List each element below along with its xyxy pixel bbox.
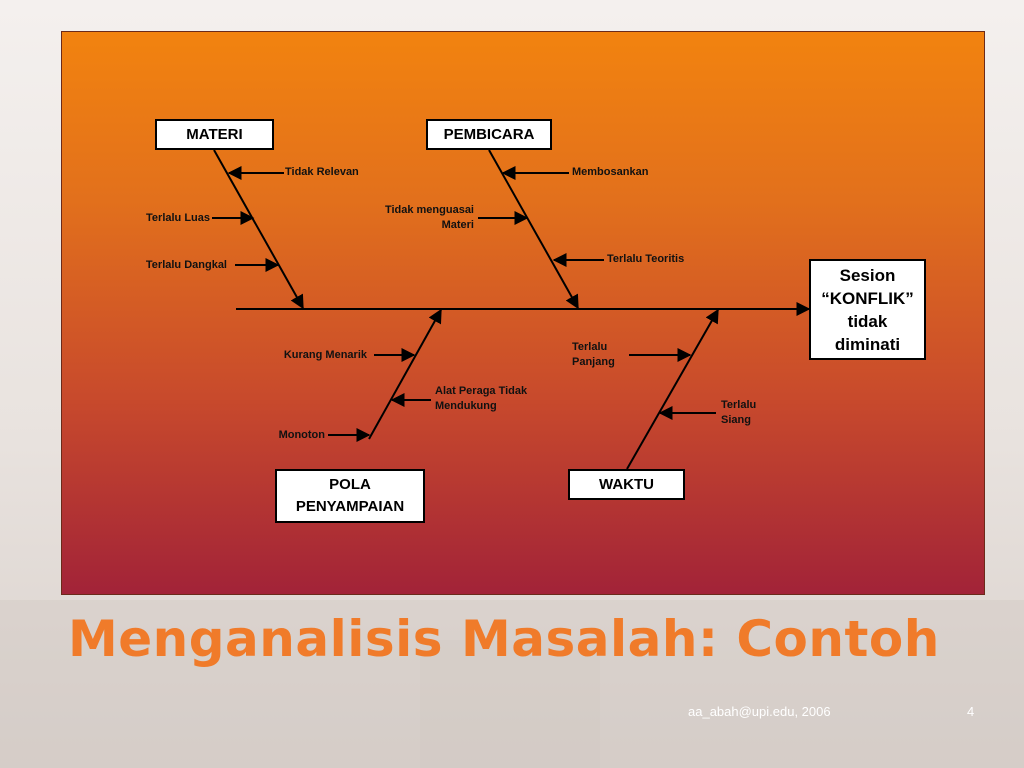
category-waktu: WAKTU — [568, 469, 685, 500]
diagram-panel: MATERI PEMBICARA POLA PENYAMPAIAN WAKTU … — [61, 31, 985, 595]
effect-line-2: “KONFLIK” — [821, 288, 914, 308]
effect-line-3: tidak — [847, 311, 888, 331]
page-number: 4 — [967, 704, 975, 719]
cause-terlalu-luas: Terlalu Luas — [146, 212, 210, 224]
cause-alat-peraga: Alat Peraga Tidak Mendukung — [435, 385, 528, 412]
category-pembicara-label: PEMBICARA — [443, 126, 535, 143]
cause-tidak-relevan: Tidak Relevan — [285, 166, 359, 178]
cause-kurang-menarik: Kurang Menarik — [283, 349, 367, 361]
cause-monoton: Monoton — [278, 429, 325, 441]
cause-tidak-menguasai-materi: Tidak menguasai Materi — [384, 204, 474, 231]
cause-terlalu-siang: Terlalu Siang — [721, 399, 757, 426]
cause-membosankan: Membosankan — [572, 166, 649, 178]
category-pembicara: PEMBICARA — [426, 119, 552, 150]
background-shape — [420, 640, 600, 768]
cause-terlalu-dangkal: Terlalu Dangkal — [145, 259, 227, 271]
bone-pola — [368, 308, 442, 440]
effect-line-4: diminati — [834, 334, 901, 354]
effect-box: Sesion “KONFLIK” tidak diminati — [809, 259, 926, 360]
category-pola-label: POLA PENYAMPAIAN — [295, 476, 405, 515]
category-pola-penyampaian: POLA PENYAMPAIAN — [275, 469, 425, 523]
cause-terlalu-teoritis: Terlalu Teoritis — [607, 253, 685, 265]
cause-terlalu-panjang: Terlalu Panjang — [572, 341, 615, 368]
footer-email: aa_abah@upi.edu, 2006 — [688, 704, 831, 719]
category-materi-label: MATERI — [186, 126, 243, 143]
category-materi: MATERI — [155, 119, 274, 150]
bone-waktu — [626, 308, 719, 470]
fishbone-lines — [212, 149, 811, 470]
category-waktu-label: WAKTU — [599, 476, 654, 493]
slide-title: Menganalisis Masalah: Contoh — [68, 610, 940, 668]
effect-line-1: Sesion — [839, 265, 896, 285]
background-shape — [0, 600, 1024, 768]
